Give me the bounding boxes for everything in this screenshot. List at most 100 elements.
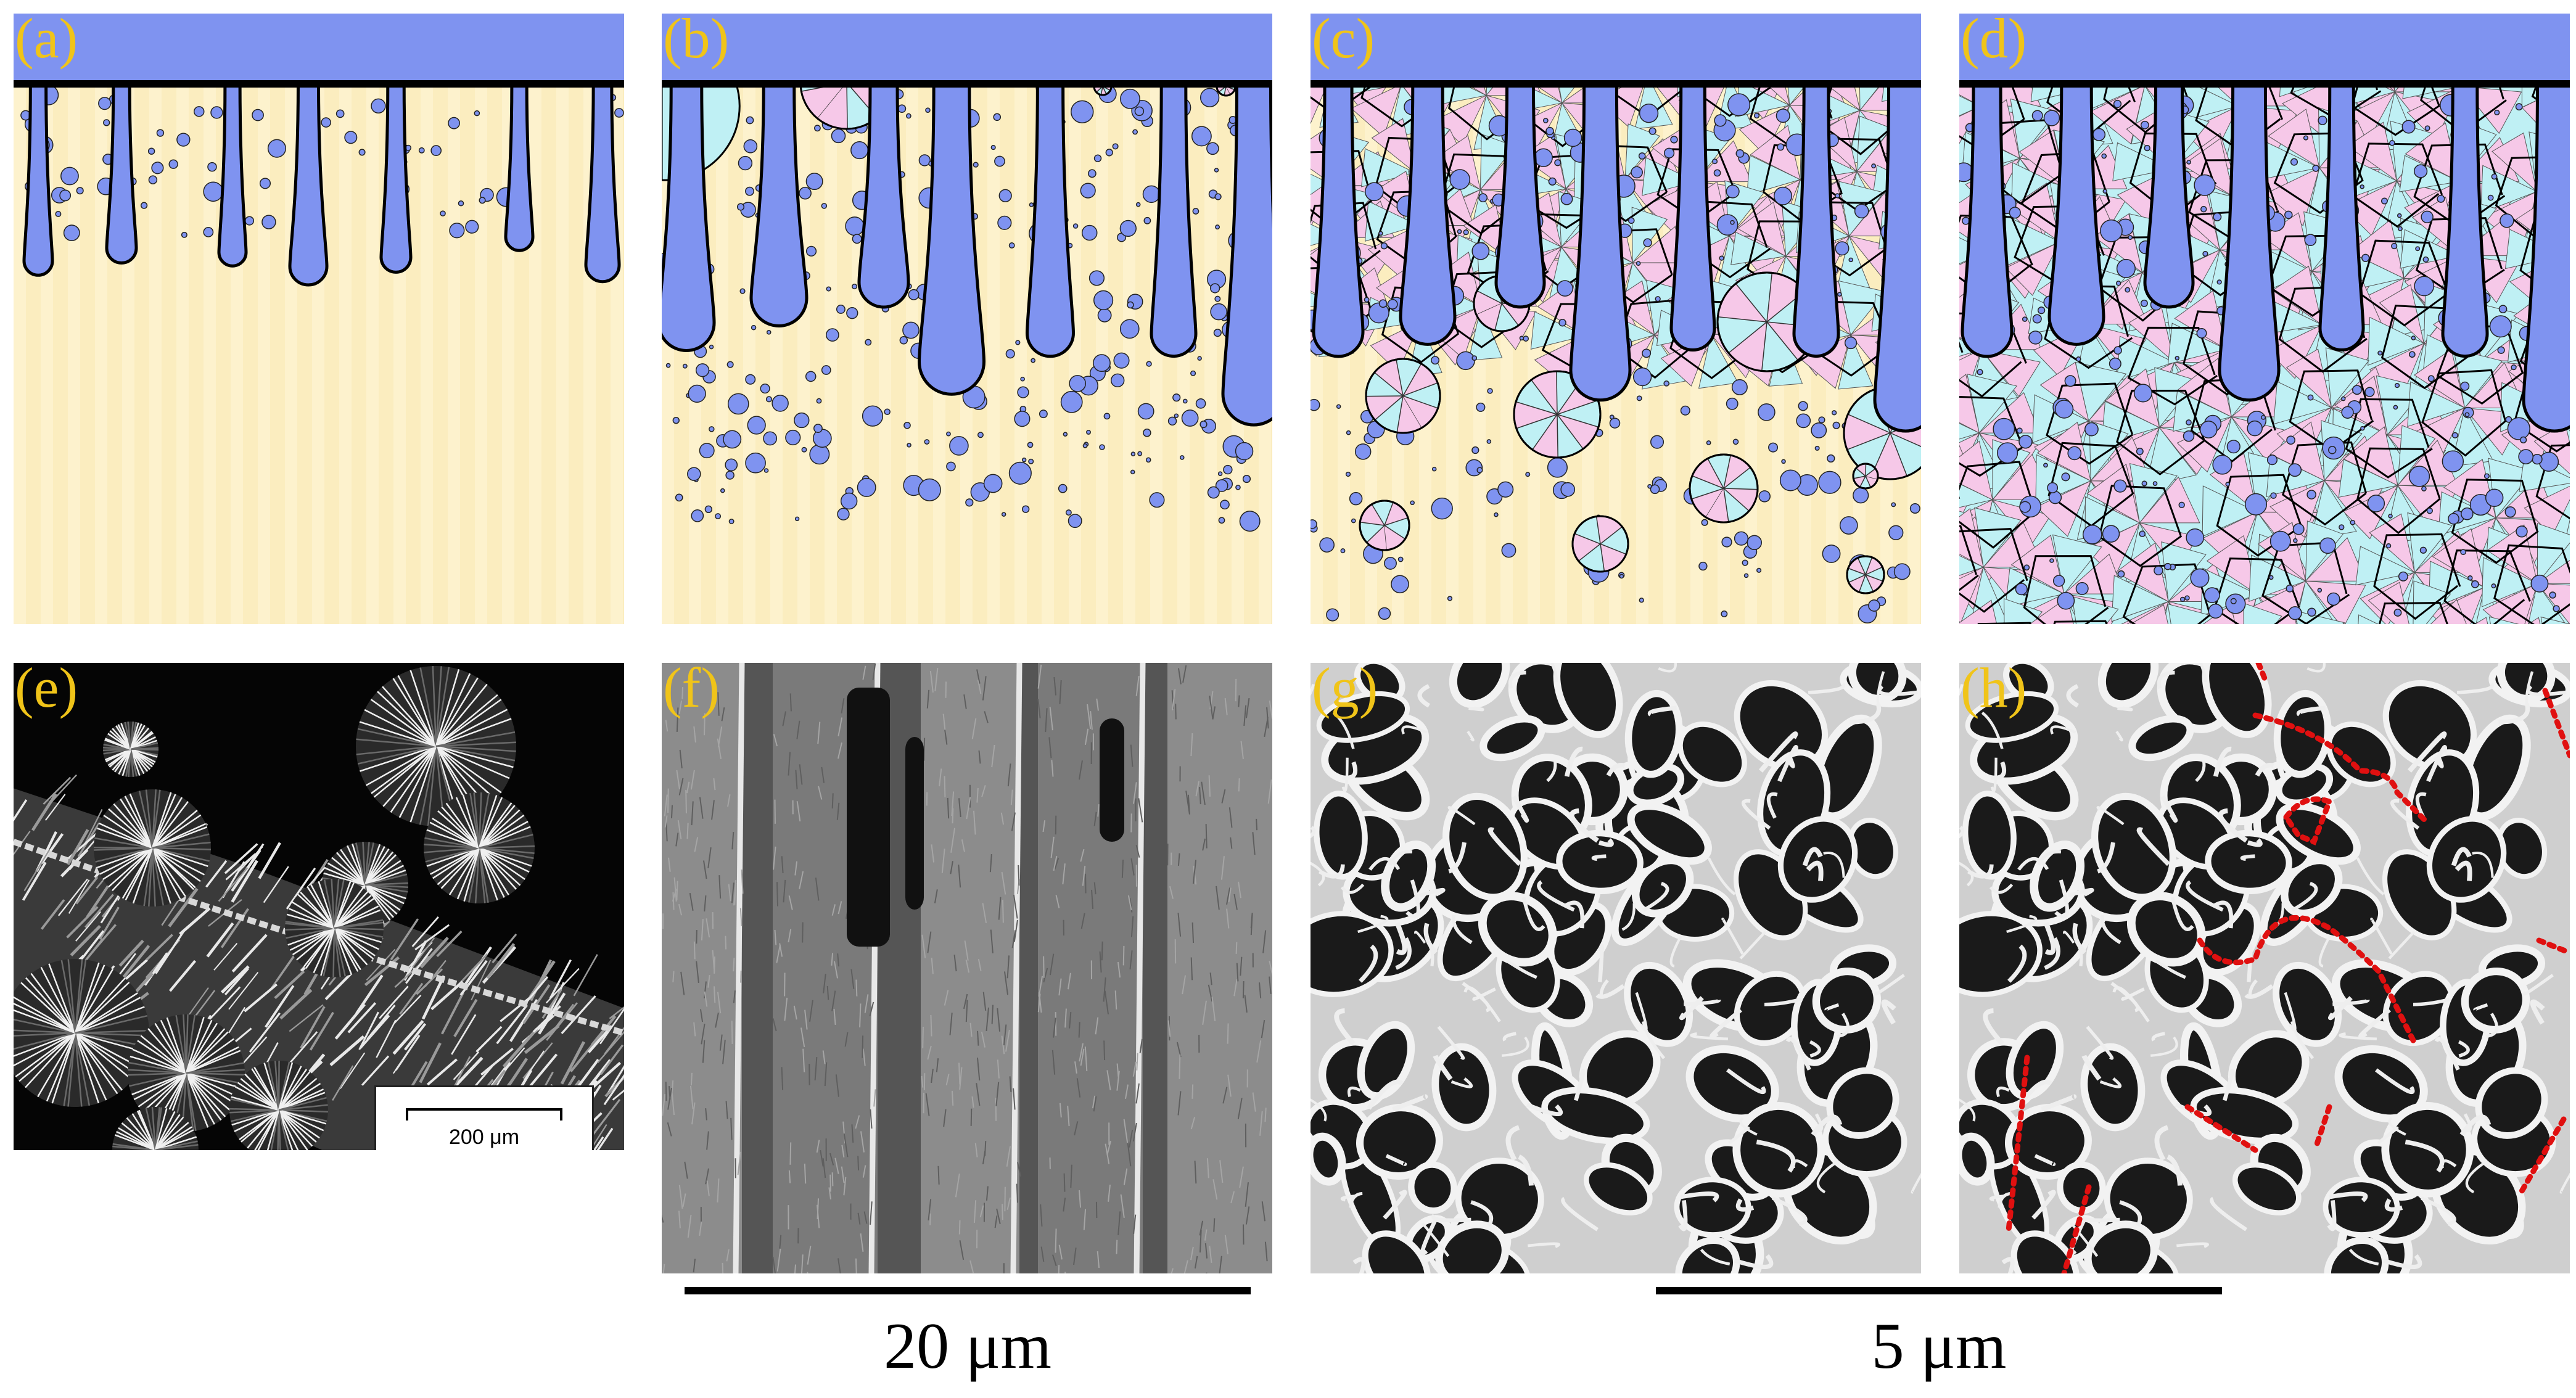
- spherulite-fibril: [320, 927, 335, 976]
- spherulite-fibril: [160, 1019, 187, 1074]
- sem-texture: [677, 820, 682, 839]
- sem-texture: [733, 958, 735, 972]
- band-fibril: [287, 1031, 318, 1066]
- sem-texture: [773, 734, 778, 747]
- panel-h-micrograph: [1959, 663, 2570, 1273]
- sem-texture: [1236, 963, 1239, 982]
- grain-sector: [2430, 599, 2467, 624]
- sem-texture: [873, 1089, 876, 1107]
- spherulite-fibril: [364, 865, 405, 886]
- sem-texture: [1191, 1084, 1194, 1099]
- sem-texture: [1195, 781, 1200, 797]
- spherulite-sector: [1596, 516, 1623, 544]
- sem-texture: [1083, 1209, 1087, 1230]
- polymer-droplet: [1476, 402, 1486, 412]
- polymer-droplet: [1891, 502, 1896, 508]
- fibril-strand: [1785, 1037, 1811, 1071]
- grain-sector: [2072, 596, 2119, 624]
- panel-c-label: (c): [1312, 14, 1375, 70]
- finger-void: [1025, 81, 1076, 358]
- spherulite-fibril: [435, 745, 514, 768]
- sem-texture: [1106, 1140, 1111, 1156]
- sem-texture: [982, 676, 987, 701]
- pore: [1311, 1132, 1346, 1186]
- polymer-droplet: [1431, 466, 1437, 472]
- polymer-droplet: [2178, 501, 2185, 509]
- fibril-strand: [1981, 711, 2004, 749]
- sem-texture: [1269, 960, 1272, 977]
- grain-sector: [2105, 368, 2160, 429]
- spherulite-sector: [1403, 396, 1438, 428]
- fibril-strand: [2458, 1040, 2470, 1058]
- fibril-strand: [2213, 900, 2234, 929]
- substrate-interface-line: [1959, 80, 2570, 88]
- band-fibril: [453, 1051, 480, 1080]
- fibril-strand: [2426, 745, 2447, 783]
- sem-texture: [1092, 1095, 1096, 1109]
- polymer-droplet: [1354, 443, 1372, 460]
- grain-sector: [2202, 485, 2258, 537]
- spherulite-fibril: [185, 1017, 205, 1074]
- polymer-droplet: [465, 220, 479, 234]
- polymer-droplet: [736, 203, 745, 211]
- spherulite-fibril: [121, 1122, 156, 1150]
- polymer-droplet: [1534, 148, 1553, 167]
- sem-texture: [1222, 1087, 1228, 1104]
- spherulite-ray: [1723, 454, 1731, 489]
- sem-texture: [1045, 708, 1048, 733]
- sem-texture: [998, 897, 1002, 920]
- fibril-strand: [1881, 999, 1896, 1025]
- spherulite-sector: [1514, 401, 1557, 429]
- polymer-droplet: [2467, 575, 2473, 581]
- sem-texture: [1006, 1197, 1011, 1210]
- sem-texture: [726, 1249, 730, 1262]
- polymer-droplet: [2504, 506, 2516, 518]
- band-fibril: [23, 849, 51, 892]
- polymer-droplet: [760, 384, 770, 394]
- spherulite-fibril: [479, 847, 534, 860]
- sem-texture: [1132, 782, 1137, 804]
- polymer-droplet: [2288, 463, 2302, 477]
- spherulite-fibril: [278, 1109, 289, 1150]
- polymer-droplet: [371, 98, 386, 114]
- substrate-layer: [14, 14, 624, 81]
- sem-texture: [870, 1201, 873, 1225]
- fibril-strand: [2255, 763, 2274, 777]
- sem-texture: [831, 990, 836, 1011]
- sem-texture: [1073, 1248, 1077, 1265]
- grain-sector: [2474, 617, 2488, 624]
- polymer-droplet: [840, 492, 858, 510]
- polymer-droplet: [852, 234, 862, 244]
- polymer-droplet: [1888, 525, 1904, 540]
- sem-texture: [1076, 1078, 1081, 1098]
- polymer-droplet: [704, 505, 713, 513]
- fibril-strand: [1451, 915, 1473, 945]
- spherulite-fibril: [333, 887, 364, 929]
- polymer-droplet: [2381, 197, 2388, 205]
- sem-texture: [1190, 1246, 1194, 1260]
- spherulite-fibril: [19, 1032, 76, 1082]
- polymer-droplet: [1130, 451, 1136, 456]
- band-fibril: [44, 794, 66, 821]
- sem-texture: [841, 698, 845, 713]
- polymer-droplet: [1557, 280, 1573, 297]
- sem-texture: [997, 1008, 1001, 1032]
- sem-texture: [1103, 1040, 1106, 1061]
- sem-texture: [1135, 675, 1140, 696]
- spherulite-fibril: [229, 1108, 279, 1111]
- band-fibril: [588, 1061, 622, 1092]
- sem-texture: [950, 828, 956, 853]
- polymer-droplet: [997, 215, 1012, 230]
- polymer-droplet: [2032, 314, 2042, 324]
- polymer-droplet: [140, 202, 148, 209]
- sem-texture: [699, 1009, 704, 1022]
- pore: [1624, 689, 1683, 778]
- spherulite-sector: [1397, 396, 1422, 434]
- band-fibril: [361, 1055, 390, 1086]
- spherulite-fibril: [186, 1072, 245, 1076]
- spherulite-rim: [1852, 463, 1879, 490]
- fibril-strand: [2034, 1154, 2056, 1166]
- spherulite-sector: [817, 83, 848, 129]
- band-fibril: [169, 960, 197, 992]
- sem-texture: [678, 700, 683, 715]
